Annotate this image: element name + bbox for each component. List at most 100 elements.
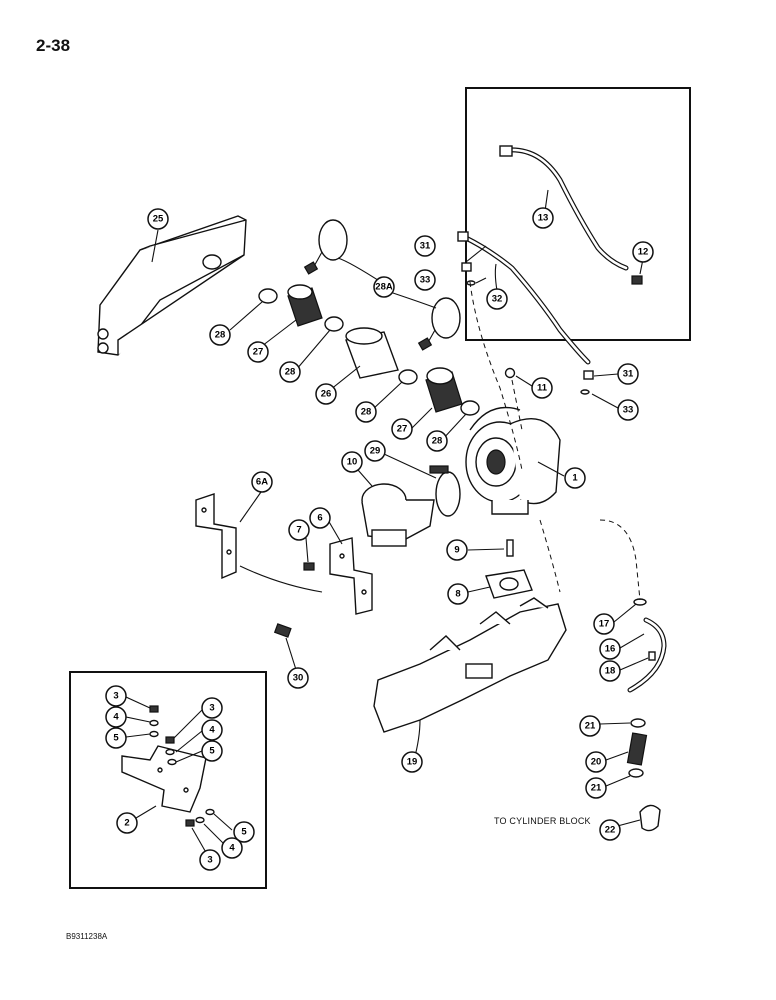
callout-3-b: 3 — [201, 697, 223, 719]
svg-text:3: 3 — [207, 855, 212, 866]
svg-text:6A: 6A — [256, 477, 268, 488]
svg-text:11: 11 — [537, 383, 548, 394]
callout-7: 7 — [288, 519, 310, 541]
callout-29: 29 — [364, 440, 386, 462]
rubber-sleeve-lower — [425, 367, 463, 413]
gasket-9 — [485, 569, 533, 599]
callout-28-a: 28 — [209, 324, 231, 346]
callout-10: 9 — [446, 539, 468, 561]
svg-text:10: 10 — [347, 457, 358, 468]
svg-text:3: 3 — [209, 703, 214, 714]
svg-text:7: 7 — [296, 525, 301, 536]
nut-11 — [504, 367, 516, 379]
callout-4-c: 4 — [221, 837, 243, 859]
oil-line-inset-hose — [499, 145, 629, 271]
callout-4-a: 4 — [105, 706, 127, 728]
svg-text:4: 4 — [209, 725, 215, 736]
svg-text:20: 20 — [591, 757, 602, 768]
callout-16: 16 — [599, 638, 621, 660]
exhaust-elbow — [361, 483, 435, 547]
callout-5-a: 5 — [105, 727, 127, 749]
small-clamp-d — [460, 400, 480, 416]
bolt-3-a — [149, 705, 159, 713]
callout-25: 25 — [147, 208, 169, 230]
exhaust-manifold — [373, 597, 567, 733]
bracket-6 — [329, 537, 373, 615]
callout-6a: 6A — [251, 471, 273, 493]
callout-31-b: 31 — [617, 363, 639, 385]
svg-text:33: 33 — [420, 275, 431, 286]
callout-13: 13 — [532, 207, 554, 229]
callout-32: 32 — [486, 288, 508, 310]
v-band-clamp — [429, 465, 461, 517]
callout-31-a: 31 — [414, 235, 436, 257]
svg-text:28A: 28A — [375, 282, 393, 293]
svg-text:17: 17 — [599, 619, 610, 630]
svg-text:28: 28 — [361, 407, 372, 418]
callout-8: 10 — [341, 451, 363, 473]
callout-9: 8 — [447, 583, 469, 605]
callout-28-d: 28 — [426, 430, 448, 452]
large-clamp-upper — [303, 219, 348, 275]
bolt-3-b — [165, 736, 175, 744]
svg-text:3: 3 — [113, 691, 118, 702]
aftercooler-housing — [97, 215, 247, 356]
svg-text:1: 1 — [572, 473, 578, 484]
oil-supply-line — [457, 231, 591, 365]
svg-text:30: 30 — [293, 673, 304, 684]
svg-text:6: 6 — [317, 513, 322, 524]
clip-30 — [273, 623, 292, 638]
svg-text:28: 28 — [432, 436, 443, 447]
fitting-12 — [631, 275, 643, 285]
washer-4-b — [165, 748, 175, 756]
washer-5-a — [149, 730, 159, 738]
callout-28a: 28A — [373, 276, 395, 298]
callout-5-b: 5 — [201, 740, 223, 762]
svg-text:4: 4 — [229, 843, 235, 854]
callout-4-b: 4 — [201, 719, 223, 741]
svg-text:5: 5 — [113, 733, 119, 744]
drain-fitting-22 — [639, 804, 661, 832]
svg-text:4: 4 — [113, 712, 119, 723]
svg-text:25: 25 — [153, 214, 164, 225]
svg-text:29: 29 — [370, 446, 381, 457]
svg-text:2: 2 — [124, 818, 129, 829]
svg-text:28: 28 — [285, 367, 296, 378]
svg-text:21: 21 — [585, 721, 596, 732]
callout-17: 17 — [593, 613, 615, 635]
callout-27-a: 27 — [247, 341, 269, 363]
washer-33-lower — [580, 389, 590, 395]
callout-33-a: 33 — [414, 269, 436, 291]
svg-text:26: 26 — [321, 389, 332, 400]
bracket-6a — [195, 493, 237, 580]
svg-text:13: 13 — [538, 213, 549, 224]
svg-text:19: 19 — [407, 757, 418, 768]
washer-5-b — [167, 758, 177, 766]
bolt-3-c — [185, 819, 195, 827]
washer-5-c — [205, 808, 215, 816]
clamp-21-lower — [628, 768, 644, 778]
callout-26: 26 — [315, 383, 337, 405]
callout-27-b: 27 — [391, 418, 413, 440]
svg-text:22: 22 — [605, 825, 616, 836]
nut-31-lower — [583, 370, 594, 380]
svg-text:12: 12 — [638, 247, 649, 258]
callout-3-a: 3 — [105, 685, 127, 707]
small-clamp-c — [398, 369, 418, 385]
small-clamp-a — [258, 288, 278, 304]
stud-10 — [506, 539, 514, 557]
callout-3-c: 3 — [199, 849, 221, 871]
drain-hose-20 — [626, 732, 648, 766]
page-number: 2-38 — [36, 36, 71, 55]
callout-21-b: 21 — [585, 777, 607, 799]
svg-text:31: 31 — [420, 241, 431, 252]
washer-4-a — [149, 719, 159, 727]
callout-19: 19 — [401, 751, 423, 773]
figure-code: B9311238A — [66, 932, 108, 941]
callout-33-b: 33 — [617, 399, 639, 421]
svg-text:28: 28 — [215, 330, 226, 341]
washer-33-upper — [466, 280, 476, 286]
bolt-18 — [648, 651, 656, 661]
oil-drain-tube — [627, 617, 667, 693]
